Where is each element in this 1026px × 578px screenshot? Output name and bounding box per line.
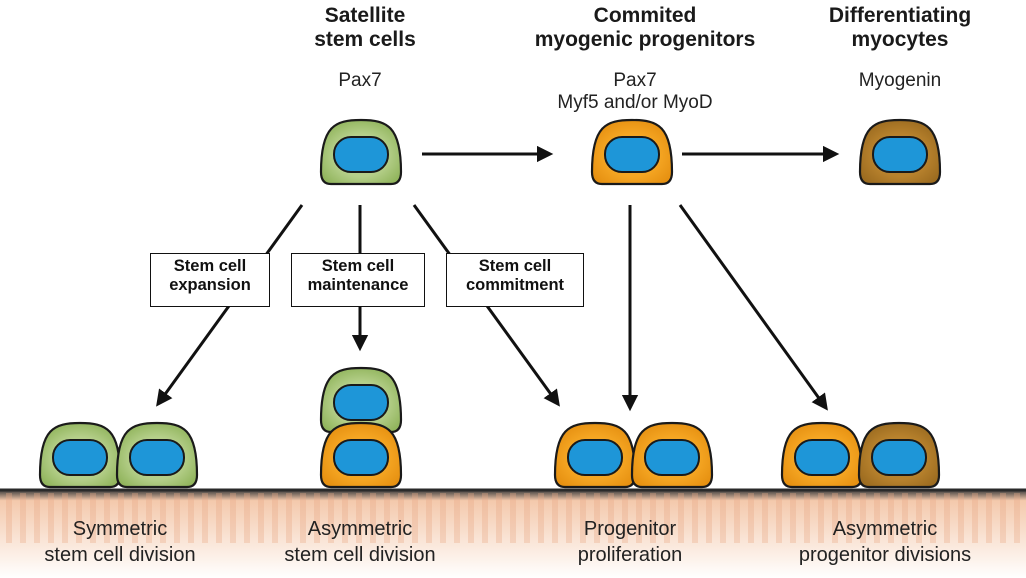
box-expansion-line1: Stem cell bbox=[173, 257, 247, 275]
cell-asymmetric-stem-bottom-nucleus bbox=[333, 439, 389, 476]
label-proliferation-line2: proliferation bbox=[577, 544, 683, 566]
cell-symmetric-left-nucleus bbox=[52, 439, 108, 476]
label-asymmetric-progenitor-line1: Asymmetric bbox=[832, 518, 938, 540]
box-stem-cell-commitment: Stem cell commitment bbox=[446, 253, 584, 307]
cell-symmetric-right bbox=[115, 421, 199, 489]
header-differentiating-line2: myocytes bbox=[851, 28, 949, 51]
header-satellite-line2: stem cells bbox=[314, 28, 416, 51]
header-satellite: Satellite stem cells bbox=[260, 4, 470, 52]
label-asymmetric-progenitor-line2: progenitor divisions bbox=[798, 544, 972, 566]
cell-asymmetric-progenitor-left bbox=[780, 421, 864, 489]
header-satellite-line1: Satellite bbox=[324, 4, 406, 27]
label-symmetric-line1: Symmetric bbox=[72, 518, 168, 540]
label-symmetric-division: Symmetric stem cell division bbox=[15, 516, 225, 568]
header-committed-line2: myogenic progenitors bbox=[534, 28, 756, 51]
header-committed-line1: Commited bbox=[593, 4, 697, 27]
box-maintenance-line2: maintenance bbox=[307, 276, 409, 294]
cell-proliferation-right-nucleus bbox=[644, 439, 700, 476]
cell-differentiating-myocyte bbox=[858, 118, 942, 186]
label-symmetric-line2: stem cell division bbox=[44, 544, 196, 566]
cell-differentiating-myocyte-nucleus bbox=[872, 136, 928, 173]
cell-asymmetric-stem-top bbox=[319, 366, 403, 434]
marker-satellite: Pax7 bbox=[290, 70, 430, 92]
box-expansion-line2: expansion bbox=[169, 276, 251, 294]
label-proliferation-line1: Progenitor bbox=[583, 518, 677, 540]
cell-committed-progenitor bbox=[590, 118, 674, 186]
cells bbox=[38, 118, 942, 489]
marker-committed: Pax7 Myf5 and/or MyoD bbox=[510, 70, 760, 114]
marker-differentiating: Myogenin bbox=[820, 70, 980, 92]
cell-asymmetric-progenitor-left-nucleus bbox=[794, 439, 850, 476]
box-commitment-line2: commitment bbox=[465, 276, 565, 294]
basal-membrane bbox=[0, 490, 1026, 578]
box-commitment-line1: Stem cell bbox=[478, 257, 552, 275]
marker-satellite-line1: Pax7 bbox=[338, 70, 382, 91]
header-differentiating-line1: Differentiating bbox=[828, 4, 972, 27]
cell-symmetric-right-nucleus bbox=[129, 439, 185, 476]
header-differentiating: Differentiating myocytes bbox=[795, 4, 1005, 52]
cell-proliferation-right bbox=[630, 421, 714, 489]
cell-proliferation-left bbox=[553, 421, 637, 489]
cell-satellite-stem-nucleus bbox=[333, 136, 389, 173]
arrow-asymmetric-progenitor bbox=[678, 204, 828, 411]
label-asymmetric-stem-line1: Asymmetric bbox=[307, 518, 413, 540]
cell-symmetric-left bbox=[38, 421, 122, 489]
marker-committed-line2: Myf5 and/or MyoD bbox=[557, 92, 713, 113]
label-progenitor-proliferation: Progenitor proliferation bbox=[545, 516, 715, 568]
box-stem-cell-maintenance: Stem cell maintenance bbox=[291, 253, 425, 307]
header-committed: Commited myogenic progenitors bbox=[520, 4, 770, 52]
cell-asymmetric-stem-bottom bbox=[319, 421, 403, 489]
cell-asymmetric-stem-top-nucleus bbox=[333, 384, 389, 421]
membrane-stripes bbox=[6, 493, 1020, 543]
cell-committed-progenitor-nucleus bbox=[604, 136, 660, 173]
marker-differentiating-line1: Myogenin bbox=[858, 70, 942, 91]
cell-asymmetric-progenitor-right bbox=[857, 421, 941, 489]
label-asymmetric-progenitor-divisions: Asymmetric progenitor divisions bbox=[770, 516, 1000, 568]
box-maintenance-line1: Stem cell bbox=[321, 257, 395, 275]
cell-proliferation-left-nucleus bbox=[567, 439, 623, 476]
cell-asymmetric-progenitor-right-nucleus bbox=[871, 439, 927, 476]
marker-committed-line1: Pax7 bbox=[613, 70, 657, 91]
label-asymmetric-stem-line2: stem cell division bbox=[284, 544, 436, 566]
cell-satellite-stem bbox=[319, 118, 403, 186]
label-asymmetric-stem-division: Asymmetric stem cell division bbox=[255, 516, 465, 568]
box-stem-cell-expansion: Stem cell expansion bbox=[150, 253, 270, 307]
